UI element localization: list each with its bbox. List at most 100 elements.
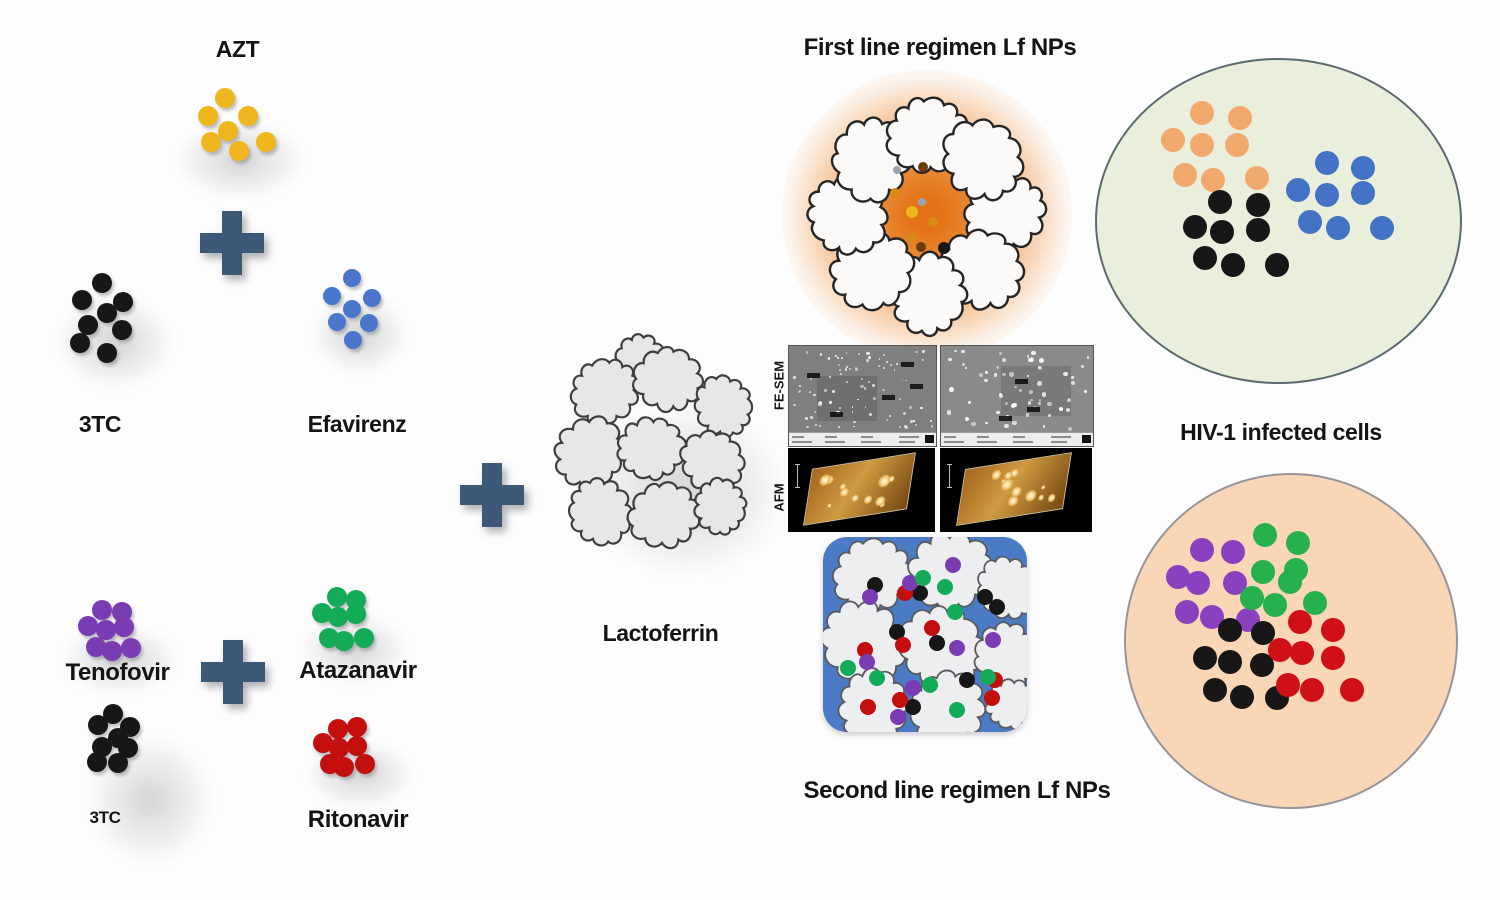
- sem-particle: [885, 418, 889, 422]
- cell-peach-green-dot: [1303, 591, 1327, 615]
- sem-particle: [805, 416, 809, 420]
- sem-particle: [828, 400, 832, 404]
- sem-info-bar: [789, 432, 936, 446]
- box-black-dot: [959, 672, 975, 688]
- azt-dot: [215, 88, 235, 108]
- tc3-top-dot: [92, 273, 112, 293]
- tc3-top-dot: [78, 315, 98, 335]
- plus-icon: [200, 211, 264, 275]
- sem-particle: [793, 376, 796, 379]
- info-bar-text-mark: [899, 436, 919, 438]
- sem-particle: [1042, 425, 1046, 428]
- cell-green-orange-dot: [1173, 163, 1197, 187]
- np-core-orange: [890, 188, 900, 198]
- sem-particle: [1038, 366, 1042, 369]
- sem-particle: [877, 364, 880, 367]
- atazanavir-dot: [312, 603, 332, 623]
- info-bar-text-mark: [825, 436, 837, 438]
- sem-particle: [799, 390, 802, 393]
- cell-peach-red-dot: [1340, 678, 1364, 702]
- tenofovir-dot: [78, 616, 98, 636]
- cell-peach-purple-dot: [1186, 571, 1210, 595]
- sem-particle: [968, 400, 972, 404]
- ritonavir-dot: [347, 717, 367, 737]
- sem-annotation-chip: [1027, 407, 1040, 412]
- cell-peach-black-dot: [1203, 678, 1227, 702]
- cell-green-black-dot: [1221, 253, 1245, 277]
- cell-peach-black-dot: [1218, 618, 1242, 642]
- sem-particle: [858, 353, 860, 356]
- sem-particle: [818, 402, 822, 406]
- cell-green-orange-dot: [1190, 133, 1214, 157]
- ritonavir-dot: [355, 754, 375, 774]
- atazanavir-dot: [346, 604, 366, 624]
- cell-green-orange-dot: [1190, 101, 1214, 125]
- afm-image-right: [940, 448, 1092, 532]
- azt-dot: [201, 132, 221, 152]
- sem-particle: [1008, 372, 1014, 377]
- label-lactoferrin: Lactoferrin: [602, 620, 719, 646]
- sem-particle: [993, 373, 998, 378]
- sem-particle: [1026, 374, 1030, 378]
- sem-particle: [883, 367, 886, 369]
- cell-peach-green-dot: [1263, 593, 1287, 617]
- sem-particle: [837, 426, 841, 429]
- label-fe-sem: FE-SEM: [771, 360, 787, 411]
- sem-particle: [854, 367, 857, 370]
- tc3-top-dot: [112, 320, 132, 340]
- cell-green-orange-dot: [1201, 168, 1225, 192]
- sem-particle: [873, 397, 876, 401]
- info-bar-text-mark: [944, 441, 964, 443]
- azt-dot: [256, 132, 276, 152]
- box-green-dot: [980, 669, 996, 685]
- box-black-dot: [989, 599, 1005, 615]
- sem-particle: [909, 406, 912, 409]
- sem-particle: [1038, 401, 1042, 405]
- cell-peach-green-dot: [1240, 586, 1264, 610]
- sem-particle: [948, 357, 952, 362]
- sem-particle: [1037, 381, 1043, 386]
- tenofovir-dot: [114, 617, 134, 637]
- info-bar-text-mark: [861, 441, 881, 443]
- sem-particle: [809, 376, 813, 380]
- sem-particle: [898, 397, 902, 401]
- cell-green-black-dot: [1246, 193, 1270, 217]
- label-atazanavir: Atazanavir: [299, 657, 417, 684]
- sem-particle: [853, 425, 855, 428]
- sem-particle: [831, 390, 835, 393]
- efavirenz-dot: [360, 314, 378, 332]
- np-core-gray: [893, 166, 901, 174]
- sem-particle: [1067, 426, 1073, 432]
- cell-green-black-dot: [1193, 246, 1217, 270]
- sem-particle: [999, 392, 1002, 396]
- uninfected-cells-ellipse: [1095, 58, 1462, 384]
- sem-particle: [1047, 413, 1051, 417]
- cell-peach-green-dot: [1286, 531, 1310, 555]
- sem-particle: [995, 365, 1000, 370]
- cell-peach-green-dot: [1251, 560, 1275, 584]
- sem-particle: [889, 363, 892, 366]
- sem-particle: [1004, 423, 1010, 429]
- sem-particle: [878, 358, 881, 361]
- sem-annotation-chip: [910, 384, 923, 389]
- tc3-top-dot: [70, 333, 90, 353]
- box-green-dot: [922, 677, 938, 693]
- sem-particle: [895, 362, 899, 366]
- sem-particle: [1029, 398, 1033, 402]
- label-hiv-infected-cells: HIV-1 infected cells: [1180, 419, 1382, 445]
- sem-particle: [888, 414, 891, 417]
- azt-dot: [198, 106, 218, 126]
- label-azt: AZT: [215, 36, 260, 62]
- sem-particle: [806, 425, 809, 429]
- sem-particle: [1067, 398, 1071, 403]
- cell-green-blue-dot: [1351, 181, 1375, 205]
- title-first-line-regimen: First line regimen Lf NPs: [803, 34, 1077, 61]
- sem-particle: [867, 355, 872, 360]
- box-black-dot: [929, 635, 945, 651]
- sem-particle: [1066, 407, 1071, 412]
- cell-green-blue-dot: [1286, 178, 1310, 202]
- sem-annotation-chip: [999, 416, 1012, 421]
- sem-particle: [868, 380, 871, 383]
- tc3-bottom-dot: [118, 738, 138, 758]
